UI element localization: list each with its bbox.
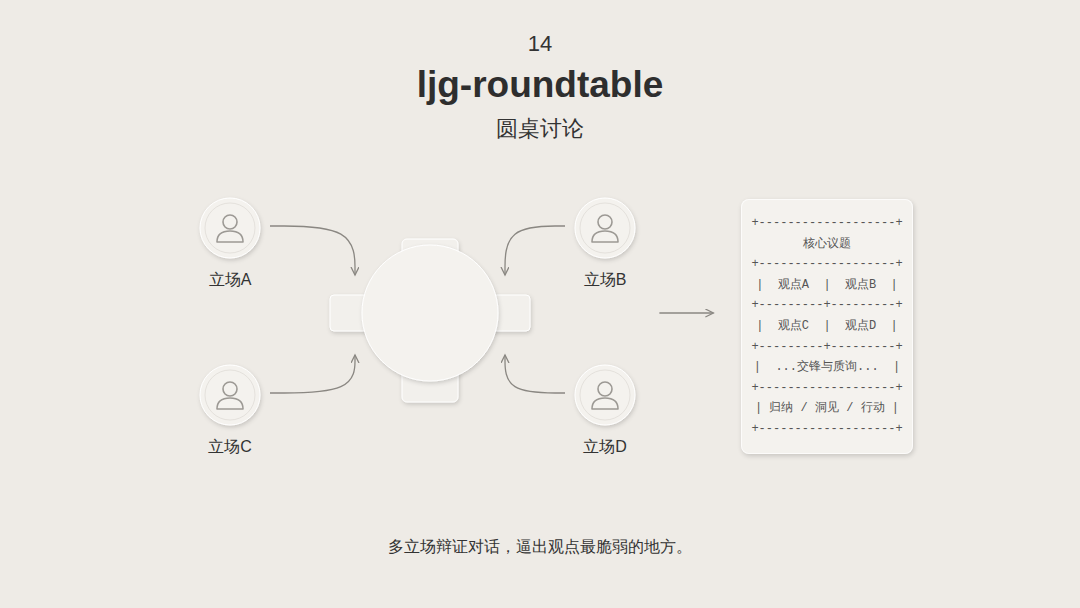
connector-arrow <box>505 355 565 393</box>
stance-node: 立场C <box>190 365 270 458</box>
card-row: +---------+---------+ <box>751 337 902 358</box>
card-row: | ...交锋与质询... | <box>751 357 902 378</box>
page-title: ljg-roundtable <box>417 64 664 106</box>
card-row: +---------+---------+ <box>751 295 902 316</box>
stance-node: 立场D <box>565 365 645 458</box>
avatar-circle <box>575 198 635 258</box>
person-body <box>592 398 618 409</box>
connector-arrow <box>270 226 355 275</box>
person-body <box>592 231 618 242</box>
avatar-circle <box>200 198 260 258</box>
card-row: 核心议题 <box>751 234 902 255</box>
stance-label: 立场B <box>565 270 645 291</box>
avatar-circle <box>575 365 635 425</box>
person-head <box>223 215 237 229</box>
caption: 多立场辩证对话，逼出观点最脆弱的地方。 <box>388 537 692 558</box>
stance-label: 立场C <box>190 437 270 458</box>
stance-label: 立场A <box>190 270 270 291</box>
person-head <box>223 382 237 396</box>
connector-arrow <box>659 312 713 313</box>
card-row: | 归纳 / 洞见 / 行动 | <box>751 398 902 419</box>
card-row: | 观点C | 观点D | <box>751 316 902 337</box>
connector-arrow <box>505 226 565 275</box>
section-number: 14 <box>528 31 552 57</box>
person-head <box>598 215 612 229</box>
card-row: +-------------------+ <box>751 419 902 440</box>
connector-arrow <box>270 355 355 393</box>
card-row: +-------------------+ <box>751 254 902 275</box>
stance-label: 立场D <box>565 437 645 458</box>
person-body <box>217 398 243 409</box>
card-row: +-------------------+ <box>751 213 902 234</box>
person-body <box>217 231 243 242</box>
person-head <box>598 382 612 396</box>
table-top <box>362 245 498 381</box>
stance-node: 立场B <box>565 198 645 291</box>
card-row: +-------------------+ <box>751 378 902 399</box>
summary-card: +-------------------+核心议题+--------------… <box>741 199 912 454</box>
subtitle: 圆桌讨论 <box>496 114 584 144</box>
table-arms <box>330 239 530 402</box>
card-row: | 观点A | 观点B | <box>751 275 902 296</box>
stance-node: 立场A <box>190 198 270 291</box>
round-table <box>362 245 498 381</box>
avatar-circle <box>200 365 260 425</box>
